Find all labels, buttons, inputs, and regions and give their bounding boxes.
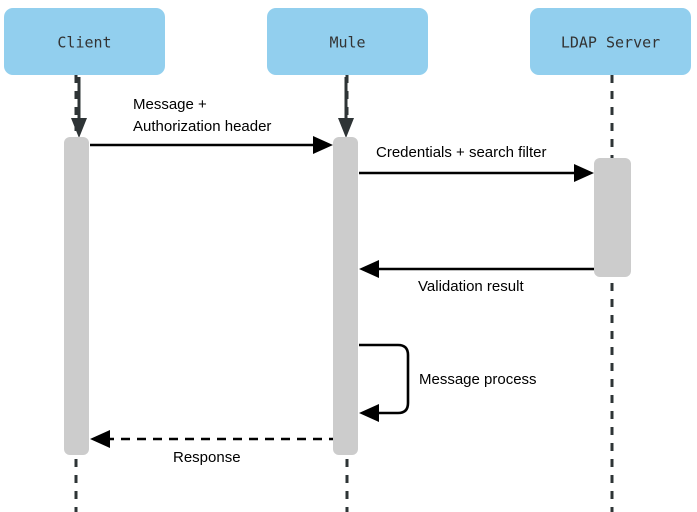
participant-ldap-box [530,8,691,75]
message-1-arrowhead [313,136,333,154]
message-1-label-line2: Authorization header [133,118,271,135]
message-4-arrowhead [359,404,379,422]
participant-client[interactable]: Client [4,8,165,75]
activation-bar-client [64,137,89,455]
participant-ldap[interactable]: LDAP Server [530,8,691,75]
entry-arrow-mule [338,77,354,138]
message-message-process[interactable]: Message process [359,343,537,422]
message-message-authorization-header[interactable]: Message + Authorization header [90,96,333,154]
message-3-arrowhead [359,260,379,278]
activation-bar-mule [333,137,358,455]
participant-mule-box [267,8,428,75]
activation-bar-ldap [594,158,631,277]
participant-client-label: Client [57,34,111,52]
message-5-label: Response [173,449,241,466]
message-4-loop [359,343,410,415]
participant-ldap-label: LDAP Server [561,34,660,52]
participant-mule[interactable]: Mule [267,8,428,75]
participant-mule-label: Mule [329,34,365,52]
message-1-label-line1: Message + [133,96,207,113]
participant-client-box [4,8,165,75]
message-2-arrowhead [574,164,594,182]
message-3-label: Validation result [418,278,524,295]
message-validation-result[interactable]: Validation result [359,260,594,295]
message-credentials-search-filter[interactable]: Credentials + search filter [359,144,594,182]
entry-arrow-client [71,77,87,138]
message-5-arrowhead [90,430,110,448]
message-4-label: Message process [419,371,537,388]
message-response[interactable]: Response [90,430,333,466]
message-2-label: Credentials + search filter [376,144,547,161]
